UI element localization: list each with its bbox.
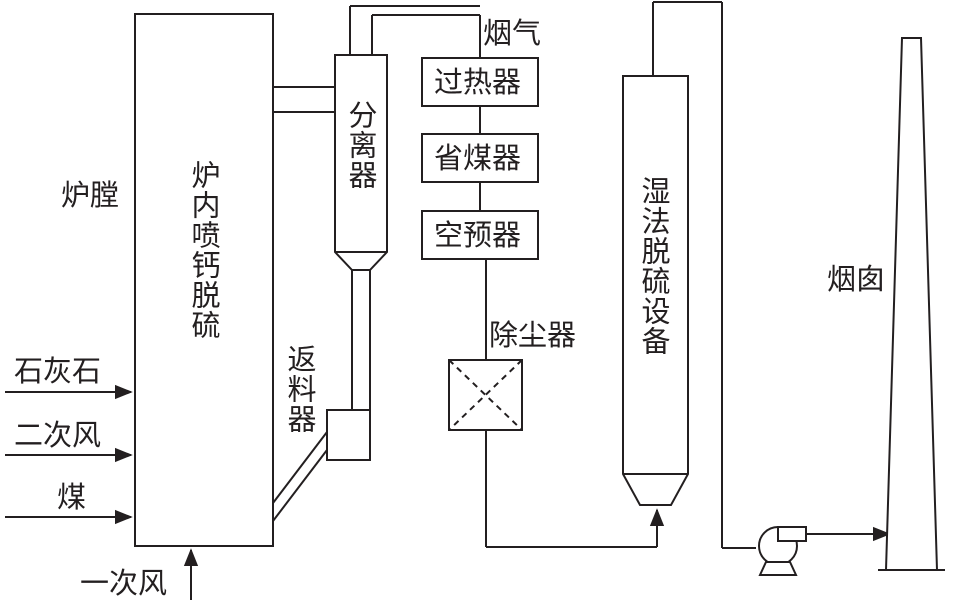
- wet-fgd-label: 湿法脱硫设备: [637, 176, 671, 356]
- dust-collector-diag-1: [448, 359, 523, 431]
- superheater-box: [421, 57, 539, 107]
- furnace-process-label: 炉内喷钙脱硫: [187, 160, 221, 340]
- chimney-shape: [884, 37, 939, 571]
- dust-collector-diag-2: [448, 359, 523, 431]
- dust-collector-label: 除尘器: [489, 318, 577, 352]
- fan-icon: [758, 526, 807, 576]
- air-preheater-box: [421, 210, 539, 260]
- superheater-label: 过热器: [434, 65, 522, 99]
- return-leg-upper: [272, 431, 328, 504]
- air-preheater-label: 空预器: [434, 218, 522, 252]
- secondary-air-label: 二次风: [14, 418, 102, 452]
- chimney-label: 烟囱: [827, 262, 886, 296]
- return-feeder-box: [326, 409, 371, 461]
- return-leg-lower: [272, 449, 328, 522]
- economizer-label: 省煤器: [434, 141, 522, 175]
- primary-air-label: 一次风: [80, 566, 168, 600]
- coal-label: 煤: [57, 480, 87, 514]
- separator-label: 分离器: [344, 100, 378, 190]
- furnace-box: [134, 13, 274, 547]
- flue-gas-label: 烟气: [483, 16, 542, 50]
- limestone-label: 石灰石: [14, 354, 102, 388]
- economizer-box: [421, 133, 539, 183]
- furnace-label: 炉膛: [61, 178, 120, 212]
- return-feeder-label: 返料器: [283, 344, 317, 434]
